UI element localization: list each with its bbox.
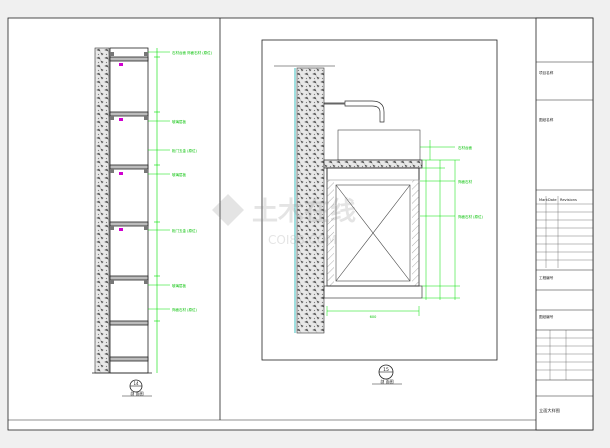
right-dim-bottom: 600 [370, 315, 377, 319]
drawing-label: 图纸名称 [539, 117, 554, 122]
vanity-panel-hatch-right [412, 180, 419, 286]
right-label-1: 石材台面 [458, 145, 472, 150]
left-label-2: 玻璃层板 [172, 119, 186, 124]
left-dimension-ticks [154, 56, 160, 322]
right-label-2: 饰面石材 [458, 179, 472, 184]
title-block: 项目名称 图纸名称 Mark Date Revisions 工程编号 图纸编号 … [535, 17, 594, 431]
field-project-no: 工程编号 [539, 275, 554, 280]
watermark-subtext: COI88.COM [268, 233, 337, 247]
vanity-door-diagonal-2 [335, 184, 411, 282]
left-leader-lines [148, 51, 170, 310]
right-detail-title: 剖 面图 [380, 378, 393, 384]
rev-header-revisions: Revisions [560, 198, 577, 202]
project-label: 项目名称 [539, 70, 554, 75]
watermark: 土木在线 COI88.COM [212, 194, 356, 247]
left-magenta-marks [119, 63, 123, 231]
right-label-3: 饰面石材 (原位) [458, 214, 483, 219]
sheet-title: 立面大样图 [539, 407, 560, 414]
left-detail-title: 剖 面图 [130, 390, 143, 396]
field-drawing-no: 图纸编号 [539, 314, 554, 319]
left-label-3: 柜门五金 (原位) [172, 148, 197, 153]
info-grid [536, 330, 593, 380]
left-detail-number: 14 [133, 381, 139, 386]
faucet-icon [323, 100, 385, 123]
rev-header-mark: Mark [539, 198, 549, 202]
rev-header-date: Date [548, 198, 557, 202]
right-leader-lines [420, 146, 455, 217]
vanity-base [323, 285, 423, 299]
right-wall-stone [296, 67, 325, 334]
left-shelves [109, 56, 149, 362]
right-detail-number: 15 [383, 367, 389, 373]
countertop [323, 159, 423, 169]
left-label-4: 玻璃层板 [172, 172, 186, 177]
left-label-7: 饰面石材 (原位) [172, 307, 197, 312]
left-shelf-brackets [110, 52, 148, 284]
watermark-text: 土木在线 [252, 197, 356, 227]
right-detail-frame [261, 39, 498, 361]
left-detail-marker: 14 剖 面图 [122, 379, 152, 397]
watermark-logo-icon [212, 194, 244, 226]
right-section-detail: 石材台面 饰面石材 饰面石材 (原位) 600 15 剖 面图 [261, 39, 498, 385]
revision-table [536, 196, 593, 268]
vanity-panel-hatch-left [327, 180, 334, 286]
left-wall-stone [94, 47, 110, 374]
right-dimensions [326, 140, 460, 316]
left-label-1: 石材台面 饰面石材 (原位) [172, 50, 213, 55]
left-label-6: 玻璃层板 [172, 283, 186, 288]
left-label-5: 柜门五金 (原位) [172, 228, 197, 233]
left-section-detail: 石材台面 饰面石材 (原位) 玻璃层板 柜门五金 (原位) 玻璃层板 柜门五金 … [92, 47, 213, 397]
right-detail-marker: 15 剖 面图 [372, 364, 402, 385]
